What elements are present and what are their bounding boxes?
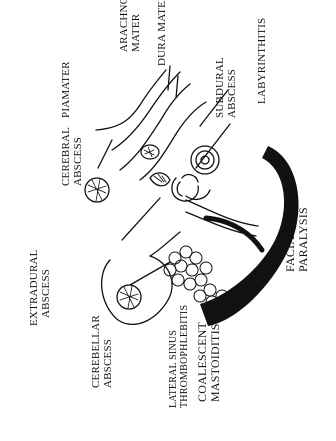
label-labyrinthitis: LABYRINTHITIS xyxy=(256,18,268,104)
label-dura-mater: DURA MATER xyxy=(156,0,168,66)
cochlea-outer xyxy=(191,146,219,174)
arachnoid-curve xyxy=(112,72,180,150)
ossicle-bar xyxy=(206,218,262,250)
dura-curve xyxy=(120,84,190,170)
piamater-curve xyxy=(96,70,166,130)
label-piamater: PIAMATER xyxy=(60,61,72,118)
extradural-region xyxy=(150,173,170,186)
